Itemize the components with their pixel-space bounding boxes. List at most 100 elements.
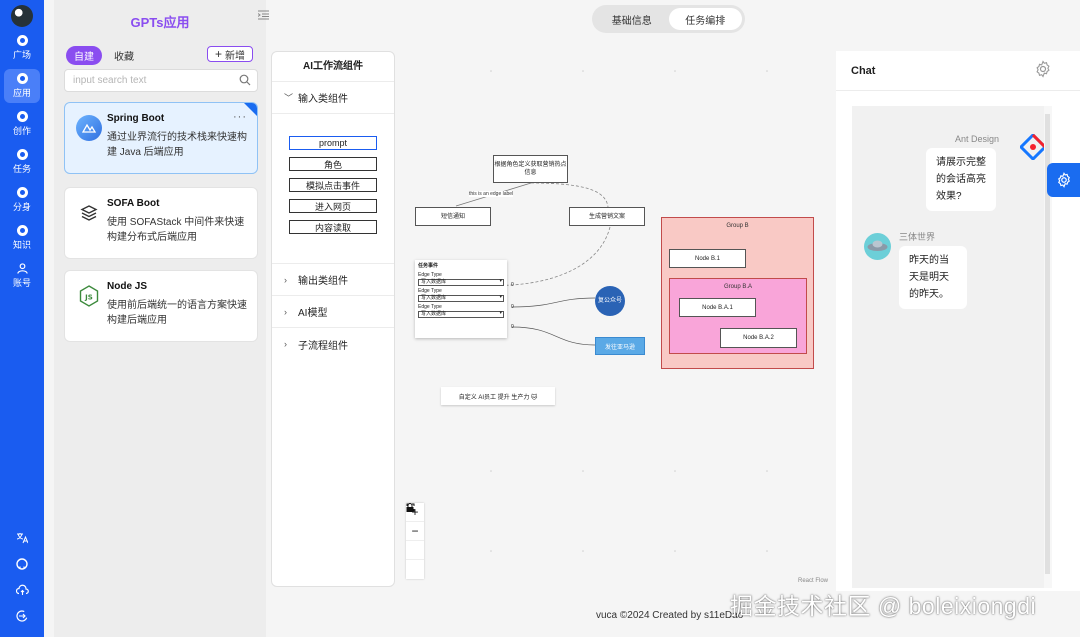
- edge-type-select-1[interactable]: 写入数据库: [418, 279, 504, 286]
- gpts-panel: GPTs应用 自建 收藏 + 新增 Spring Boot 通过业界流行的技术栈…: [54, 0, 269, 637]
- flow-node-blue[interactable]: 发往亚马逊: [595, 337, 645, 355]
- nav-item-avatar[interactable]: 分身: [4, 183, 40, 217]
- translate-icon[interactable]: [12, 531, 32, 549]
- message-sender: 三体世界: [899, 232, 936, 242]
- app-card-spring-boot[interactable]: Spring Boot 通过业界流行的技术栈来快速构建 Java 后端应用 ··…: [64, 102, 258, 174]
- app-card-node-js[interactable]: JS Node JS 使用前后端统一的语言方案快速构建后端应用: [64, 270, 258, 342]
- search-box: [64, 69, 258, 92]
- react-flow-attribution[interactable]: React Flow: [798, 578, 829, 584]
- section-input[interactable]: ﹀输入类组件: [272, 82, 394, 114]
- gear-icon: [1057, 172, 1070, 188]
- edge-type-select-2[interactable]: 写入数据库: [418, 295, 504, 302]
- chat-messages: Ant Design 请展示完整的会话高亮效果? 三体世界 昨天的当天是明天的昨…: [852, 106, 1052, 588]
- chevron-down-icon: ﹀: [284, 93, 294, 103]
- apps-icon: [16, 73, 28, 84]
- svg-text:JS: JS: [84, 294, 93, 302]
- knowledge-icon: [16, 225, 28, 236]
- left-nav: 广场 应用 创作 任务 分身 知识 账号: [0, 0, 44, 637]
- component-role[interactable]: 角色: [289, 157, 377, 171]
- flow-canvas[interactable]: 根据角色定义获取营销热点信息 this is an edge label 短信通…: [396, 51, 836, 589]
- section-subflow[interactable]: ›子流程组件: [284, 339, 348, 352]
- selected-corner: [244, 103, 257, 116]
- nav-bottom: [12, 531, 32, 627]
- collapse-menu-icon[interactable]: [257, 10, 270, 23]
- nav-item-account[interactable]: 账号: [4, 259, 40, 293]
- tasks-icon: [16, 149, 28, 160]
- node-ba1[interactable]: Node B.A.1: [679, 298, 756, 317]
- tab-task-orchestration[interactable]: 任务编排: [668, 8, 742, 30]
- tab-basic-info[interactable]: 基础信息: [611, 15, 652, 27]
- plus-icon: +: [214, 47, 222, 61]
- gpts-filter: 自建 收藏: [66, 46, 142, 65]
- component-simulate-click[interactable]: 模拟点击事件: [289, 178, 377, 192]
- edge-type-select-3[interactable]: 写入数据库: [418, 311, 504, 318]
- flow-controls: + −: [406, 503, 424, 579]
- handle-label: 0: [511, 282, 514, 288]
- section-ai-model[interactable]: ›AI模型: [272, 296, 394, 328]
- flow-node-circle[interactable]: 复公众号: [595, 286, 625, 316]
- edge-label: this is an edge label: [469, 191, 514, 197]
- lock-icon: [406, 503, 414, 512]
- nav-item-square[interactable]: 广场: [4, 31, 40, 65]
- component-open-page[interactable]: 进入网页: [289, 199, 377, 213]
- component-prompt[interactable]: prompt: [289, 136, 377, 150]
- avatar: [864, 233, 891, 260]
- workflow-components-panel: AI工作流组件 ﹀输入类组件 prompt 角色 模拟点击事件 进入网页 内容读…: [271, 51, 395, 587]
- handle-label: 0: [511, 324, 514, 330]
- fit-view-button[interactable]: [406, 503, 424, 560]
- app-card-sofa-boot[interactable]: SOFA Boot 使用 SOFAStack 中间件来快速构建分布式后端应用: [64, 187, 258, 259]
- lock-button[interactable]: [406, 503, 424, 579]
- spring-boot-logo-icon: [76, 115, 102, 141]
- chevron-right-icon: ›: [284, 339, 287, 349]
- clone-icon: [16, 187, 28, 198]
- watermark: 掘金技术社区 @ boleixiongdi: [730, 593, 1037, 619]
- fit-view-icon: [406, 503, 415, 512]
- chat-panel: Chat Ant Design 请展示完整的会话高亮效果? 三体世界 昨天的当天…: [836, 51, 1080, 591]
- input-components-list: prompt 角色 模拟点击事件 进入网页 内容读取: [272, 114, 394, 264]
- nav-item-knowledge[interactable]: 知识: [4, 221, 40, 255]
- zoom-in-button[interactable]: +: [406, 503, 424, 522]
- ant-design-logo-icon: [1020, 134, 1046, 160]
- tab-favorites[interactable]: 收藏: [114, 52, 134, 63]
- chevron-right-icon: ›: [284, 274, 287, 285]
- node-ba2[interactable]: Node B.A.2: [720, 328, 797, 348]
- message-sender: Ant Design: [955, 134, 1000, 144]
- gear-icon[interactable]: [1034, 60, 1052, 78]
- gpts-title: GPTs应用: [130, 15, 190, 30]
- cloud-upload-icon[interactable]: [12, 583, 32, 601]
- nav-item-create[interactable]: 创作: [4, 107, 40, 141]
- more-icon[interactable]: ···: [233, 111, 247, 123]
- new-app-button[interactable]: + 新增: [207, 46, 253, 62]
- chat-scrollbar[interactable]: [1044, 106, 1052, 588]
- task-event-node[interactable]: 任务事件 Edge Type 写入数据库 Edge Type 写入数据库 Edg…: [415, 260, 507, 338]
- footer: vuca ©2024 Created by s11eDao: [596, 610, 744, 621]
- nav-item-tasks[interactable]: 任务: [4, 145, 40, 179]
- create-icon: [16, 111, 28, 122]
- app-logo[interactable]: [11, 5, 33, 27]
- zoom-out-button[interactable]: −: [406, 522, 424, 541]
- flow-banner-node[interactable]: 自定义 AI员工 提升 生产力 🐱: [441, 387, 555, 405]
- sofa-layers-icon: [76, 200, 102, 226]
- tab-own[interactable]: 自建: [66, 46, 102, 65]
- message-bubble: 昨天的当天是明天的昨天。: [899, 246, 967, 309]
- flow-node-top[interactable]: 根据角色定义获取营销热点信息: [493, 155, 568, 183]
- search-input[interactable]: [65, 70, 225, 91]
- top-tabs: 基础信息 任务编排: [592, 5, 745, 33]
- component-read-content[interactable]: 内容读取: [289, 220, 377, 234]
- nav-item-apps[interactable]: 应用: [4, 69, 40, 103]
- flow-node-sms[interactable]: 短信通知: [415, 207, 491, 226]
- handle-label: 0: [511, 304, 514, 310]
- flow-node-generate[interactable]: 生成营销文案: [569, 207, 645, 226]
- github-icon[interactable]: [12, 557, 32, 575]
- flow-edges: [455, 70, 768, 552]
- node-b1[interactable]: Node B.1: [669, 249, 746, 268]
- search-icon[interactable]: [239, 74, 251, 86]
- chevron-right-icon: ›: [284, 306, 287, 317]
- square-icon: [16, 35, 28, 46]
- message-bubble: 请展示完整的会话高亮效果?: [926, 148, 996, 211]
- section-output[interactable]: ›输出类组件: [272, 264, 394, 296]
- logout-icon[interactable]: [12, 609, 32, 627]
- nodejs-logo-icon: JS: [76, 283, 102, 309]
- user-icon: [16, 263, 28, 274]
- settings-float-button[interactable]: [1047, 163, 1080, 197]
